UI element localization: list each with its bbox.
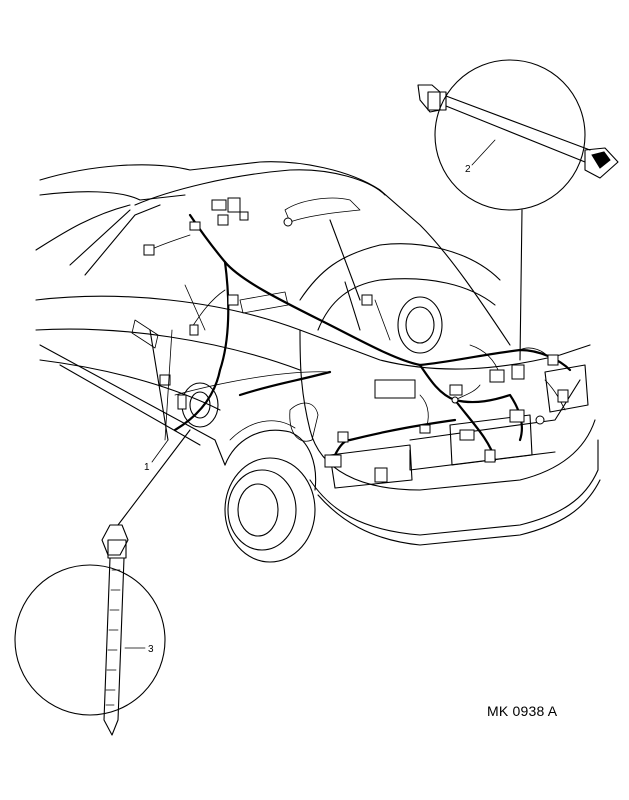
callout-leaders (124, 139, 496, 649)
car-body-outline (35, 161, 601, 563)
reference-code: MK 0938 A (487, 703, 558, 719)
callout-2: 2 (465, 164, 471, 175)
wiring-harness (149, 213, 572, 462)
callout-1: 1 (144, 462, 150, 473)
detail-circle-grommet (417, 59, 619, 361)
callout-3: 3 (148, 644, 154, 655)
harness-connectors (143, 197, 569, 483)
detail-circle-cable-tie (14, 429, 191, 736)
